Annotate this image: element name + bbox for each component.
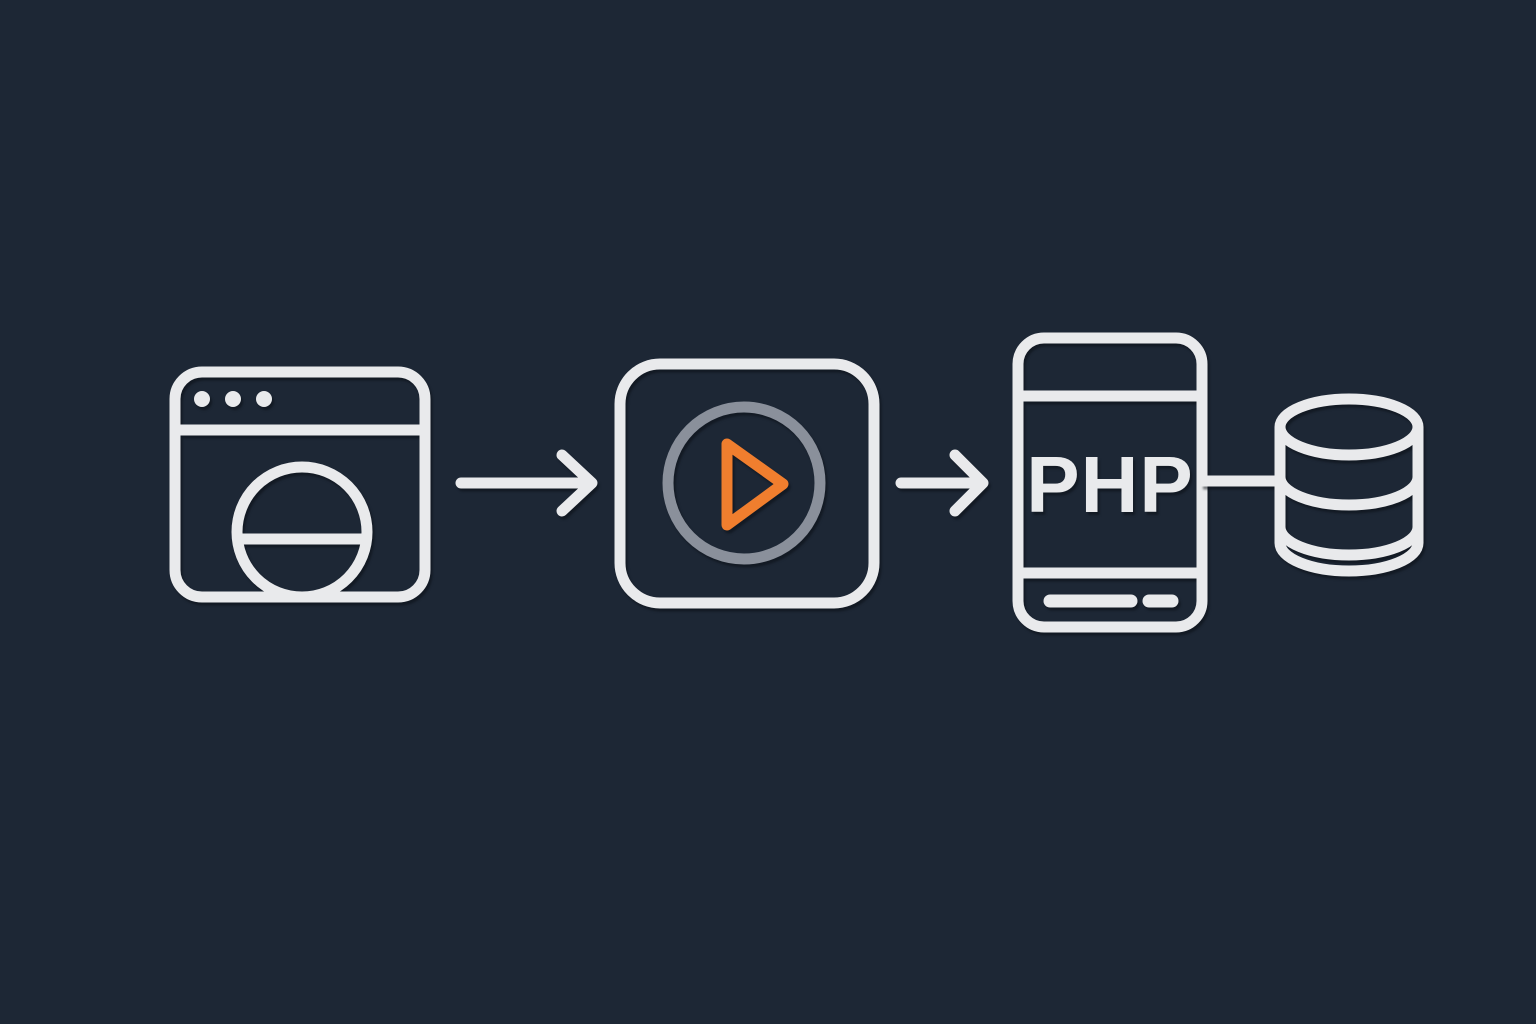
database-cylinder-icon (1274, 393, 1424, 577)
db-band-1 (1274, 476, 1424, 511)
player-circle (662, 401, 826, 565)
play-triangle (721, 438, 789, 531)
browser-dot-2 (225, 391, 241, 407)
play-button-icon (614, 358, 880, 609)
arrow-head (949, 449, 989, 517)
arrow-head (556, 449, 598, 517)
arrow-right-icon (895, 449, 989, 517)
php-server-node: PHP (1012, 332, 1212, 637)
browser-dot-3 (256, 391, 272, 407)
browser-window-node (167, 364, 431, 604)
php-device-icon: PHP (1012, 332, 1208, 633)
php-label: PHP (1026, 440, 1194, 529)
connector-php-to-database (1195, 470, 1291, 492)
connector-player-to-php (895, 445, 995, 521)
player-frame (614, 358, 880, 609)
db-band-2 (1274, 526, 1424, 561)
browser-frame (169, 366, 431, 603)
video-player-node (610, 355, 880, 610)
connector-browser-to-player (455, 445, 600, 521)
browser-window-icon (169, 366, 431, 603)
browser-content-circle (231, 461, 373, 603)
db-top-ellipse (1274, 393, 1424, 461)
plain-line-connector (1201, 475, 1285, 487)
db-bottom-arc (1274, 542, 1424, 577)
arrow-right-icon (455, 449, 598, 517)
database-node (1268, 392, 1432, 584)
browser-dot-1 (194, 391, 210, 407)
